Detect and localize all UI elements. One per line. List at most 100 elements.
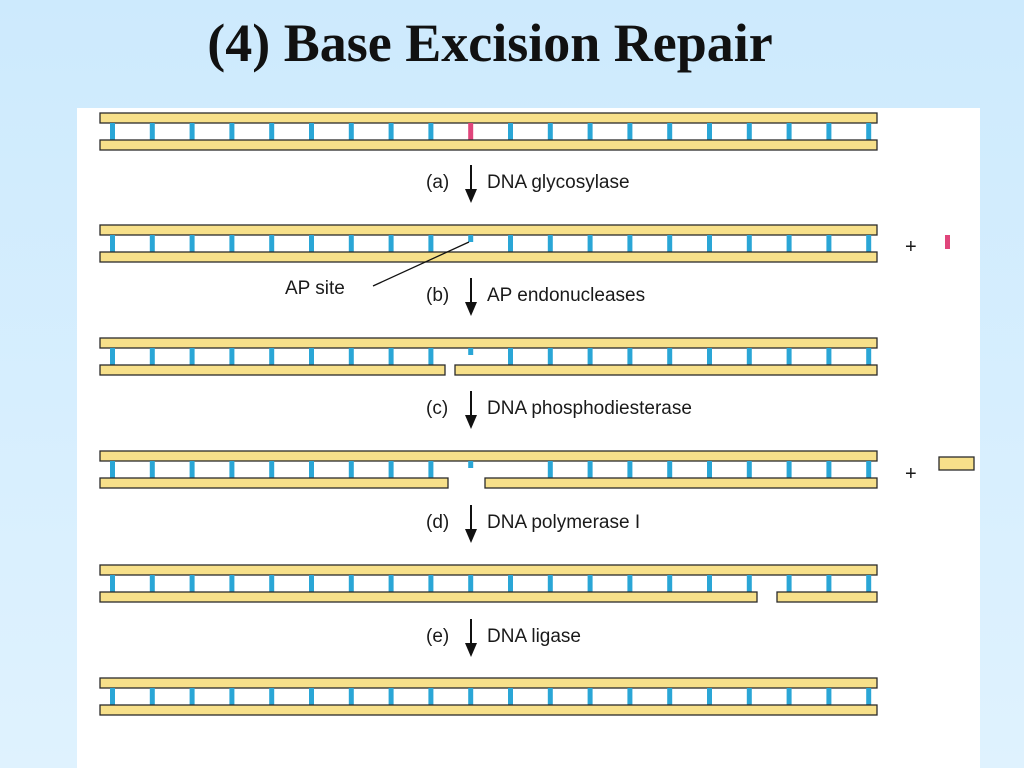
reaction-arrowhead	[465, 189, 477, 203]
base-pair	[667, 348, 673, 365]
plus-sign: +	[905, 236, 917, 258]
base-pair	[587, 235, 593, 252]
damaged-base	[468, 123, 474, 140]
base-pair	[229, 348, 235, 365]
base-pair	[786, 235, 792, 252]
base-pair	[189, 461, 195, 478]
base-pair	[388, 123, 394, 140]
top-strand	[99, 564, 878, 576]
base-pair	[508, 123, 513, 140]
base-pair	[189, 123, 195, 140]
step-letter: (d)	[426, 512, 449, 533]
base-pair	[269, 235, 275, 252]
base-pair	[149, 575, 155, 592]
base-pair	[428, 123, 434, 140]
base-pair	[826, 348, 832, 365]
base-pair	[826, 688, 832, 705]
reaction-arrowhead	[465, 302, 477, 316]
base-pair	[149, 123, 155, 140]
base-pair	[388, 575, 394, 592]
base-pair	[667, 235, 673, 252]
base-pair	[627, 575, 633, 592]
base-pair	[229, 235, 235, 252]
ap-stub	[468, 461, 474, 468]
step-letter: (c)	[426, 398, 448, 419]
step-enzyme: DNA polymerase I	[487, 512, 640, 533]
base-pair	[627, 461, 633, 478]
base-pair	[786, 688, 792, 705]
base-pair	[388, 348, 394, 365]
base-pair	[508, 575, 513, 592]
base-pair	[428, 461, 434, 478]
base-pair	[189, 348, 195, 365]
bottom-strand-left	[99, 591, 758, 603]
base-pair	[309, 348, 314, 365]
base-pair	[547, 348, 553, 365]
base-pair	[269, 348, 275, 365]
base-pair	[309, 461, 314, 478]
base-pair	[348, 575, 354, 592]
step-letter: (b)	[426, 285, 449, 306]
bottom-strand-right	[454, 364, 878, 376]
base-pair	[746, 461, 752, 478]
base-pair	[707, 688, 712, 705]
base-pair	[309, 123, 314, 140]
bottom-strand-right	[776, 591, 878, 603]
base-pair	[229, 461, 235, 478]
step-enzyme: DNA phosphodiesterase	[487, 398, 692, 419]
base-pair	[786, 123, 792, 140]
base-pair	[826, 461, 832, 478]
base-pair	[348, 235, 354, 252]
base-pair	[707, 575, 712, 592]
base-pair	[348, 348, 354, 365]
base-pair	[189, 688, 195, 705]
slide-title: (4) Base Excision Repair	[207, 13, 773, 73]
base-pair	[428, 575, 434, 592]
base-pair	[348, 688, 354, 705]
ap-stub	[468, 348, 474, 355]
base-pair	[707, 235, 712, 252]
reaction-arrowhead	[465, 643, 477, 657]
base-pair	[786, 348, 792, 365]
base-pair	[587, 575, 593, 592]
base-pair	[428, 348, 434, 365]
base-pair	[269, 461, 275, 478]
base-pair	[428, 235, 434, 252]
base-pair	[468, 575, 474, 592]
base-pair	[667, 123, 673, 140]
step-enzyme: DNA ligase	[487, 626, 581, 647]
base-pair	[269, 123, 275, 140]
ap-stub	[468, 235, 474, 242]
reaction-arrowhead	[465, 415, 477, 429]
base-pair	[746, 575, 752, 592]
base-pair	[468, 688, 474, 705]
base-pair	[707, 461, 712, 478]
step-enzyme: DNA glycosylase	[487, 172, 630, 193]
base-pair	[110, 235, 115, 252]
plus-sign: +	[905, 463, 917, 485]
base-pair	[866, 123, 872, 140]
released-sugar-phosphate	[938, 456, 975, 471]
base-pair	[866, 348, 872, 365]
base-pair	[667, 688, 673, 705]
bottom-strand-left	[99, 477, 449, 489]
base-pair	[149, 235, 155, 252]
base-pair	[388, 235, 394, 252]
base-pair	[269, 575, 275, 592]
base-pair	[627, 688, 633, 705]
base-pair	[547, 123, 553, 140]
base-pair	[110, 123, 115, 140]
repair-pathway-diagram: (a)DNA glycosylase(b)AP endonucleases(c)…	[99, 112, 975, 716]
base-pair	[746, 348, 752, 365]
base-pair	[229, 575, 235, 592]
base-pair	[309, 575, 314, 592]
top-strand	[99, 677, 878, 689]
base-pair	[348, 461, 354, 478]
bottom-strand	[99, 139, 878, 151]
top-strand	[99, 450, 878, 462]
base-pair	[189, 235, 195, 252]
base-pair	[866, 461, 872, 478]
step-letter: (a)	[426, 172, 449, 193]
base-pair	[508, 235, 513, 252]
top-strand	[99, 224, 878, 236]
